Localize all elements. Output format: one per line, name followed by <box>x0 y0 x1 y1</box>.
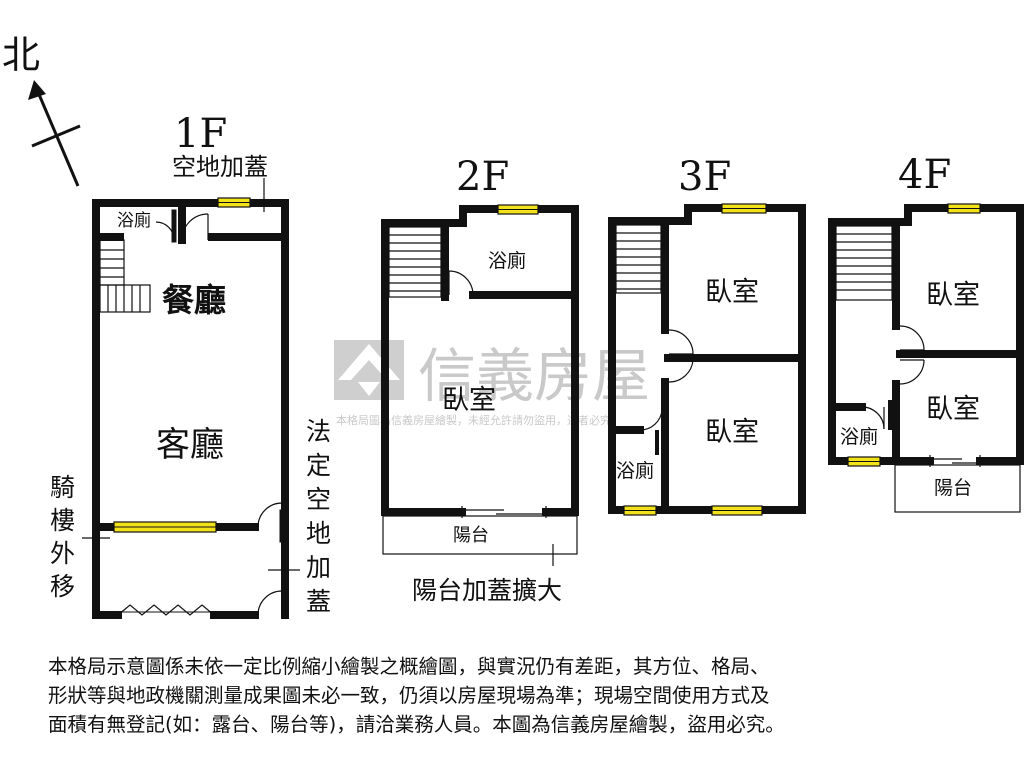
floor-2f-bath: 浴廁 <box>488 249 526 272</box>
disclaimer: 本格局示意圖係未依一定比例縮小繪製之概繪圖，與實況仍有差距，其方位、格局、 形狀… <box>48 652 1008 739</box>
floor-1f-bath: 浴廁 <box>117 210 151 231</box>
arcade-char: 騎 <box>50 473 75 502</box>
legal-annex-char: 空 <box>306 485 331 514</box>
floor-1f-legal-annex-label: 法 定 空 地 加 蓋 <box>306 417 331 616</box>
legal-annex-char: 加 <box>306 553 331 582</box>
brand-logo-icon <box>334 340 404 400</box>
legal-annex-char: 定 <box>306 451 331 480</box>
floor-1f-details <box>82 178 300 616</box>
disclaimer-line: 本格局示意圖係未依一定比例縮小繪製之概繪圖，與實況仍有差距，其方位、格局、 <box>48 655 770 678</box>
floor-3f-details <box>615 224 694 455</box>
floor-1f-dining: 餐廳 <box>162 281 226 319</box>
floor-3f <box>608 204 806 514</box>
floor-4f-balcony: 陽台 <box>934 477 972 499</box>
floor-2f-balcony-note: 陽台加蓋擴大 <box>412 576 562 605</box>
floor-4f-bedroom-top: 臥室 <box>926 280 980 311</box>
arcade-char: 外 <box>50 539 75 568</box>
watermark-notice: 本格局圖為信義房屋繪製，未經允許請勿盜用，違者必究 <box>336 413 611 427</box>
floor-4f-bath: 浴廁 <box>840 425 878 448</box>
floor-1f-windows <box>113 197 251 533</box>
floor-4f-title: 4F <box>898 152 951 198</box>
floor-2f <box>381 205 579 516</box>
floor-4f-details <box>835 225 1021 513</box>
floor-4f-bedroom-bottom: 臥室 <box>926 394 980 425</box>
north-label: 北 <box>2 33 40 77</box>
floor-4f <box>828 204 1024 465</box>
north-arrow-icon <box>28 80 81 187</box>
floor-1f-title: 1F <box>174 111 227 157</box>
arcade-char: 樓 <box>50 506 75 535</box>
floor-2f-bedroom: 臥室 <box>442 385 496 416</box>
floor-plan: 信義房屋 本格局圖為信義房屋繪製，未經允許請勿盜用，違者必究 北 <box>2 33 1024 619</box>
disclaimer-line: 面積有無登記(如：露台、陽台等)，請洽業務人員。本圖為信義房屋繪製，盜用必究。 <box>48 713 785 736</box>
floor-4f-windows <box>847 203 981 467</box>
arcade-char: 移 <box>50 572 75 601</box>
floor-1f-arcade-label: 騎 樓 外 移 <box>50 473 75 601</box>
watermark: 信義房屋 本格局圖為信義房屋繪製，未經允許請勿盜用，違者必究 <box>334 340 650 427</box>
floor-1f-living: 客廳 <box>156 425 224 465</box>
floor-3f-bath: 浴廁 <box>616 459 654 482</box>
floor-3f-windows <box>623 203 767 516</box>
floor-1f <box>92 199 289 619</box>
floor-3f-title: 3F <box>678 154 731 200</box>
floor-2f-balcony: 陽台 <box>453 525 489 546</box>
floor-2f-windows <box>497 204 539 215</box>
floor-1f-annex-label: 空地加蓋 <box>172 153 268 181</box>
legal-annex-char: 地 <box>306 519 331 548</box>
floor-2f-title: 2F <box>456 154 509 200</box>
floor-2f-details <box>382 226 578 566</box>
legal-annex-char: 蓋 <box>306 587 331 616</box>
floor-3f-bedroom-bottom: 臥室 <box>705 417 759 448</box>
disclaimer-line: 形狀等與地政機關測量成果圖未必一致，仍須以房屋現場為準；現場空間使用方式及 <box>48 684 770 707</box>
floor-3f-bedroom-top: 臥室 <box>705 277 759 308</box>
legal-annex-char: 法 <box>306 417 331 446</box>
